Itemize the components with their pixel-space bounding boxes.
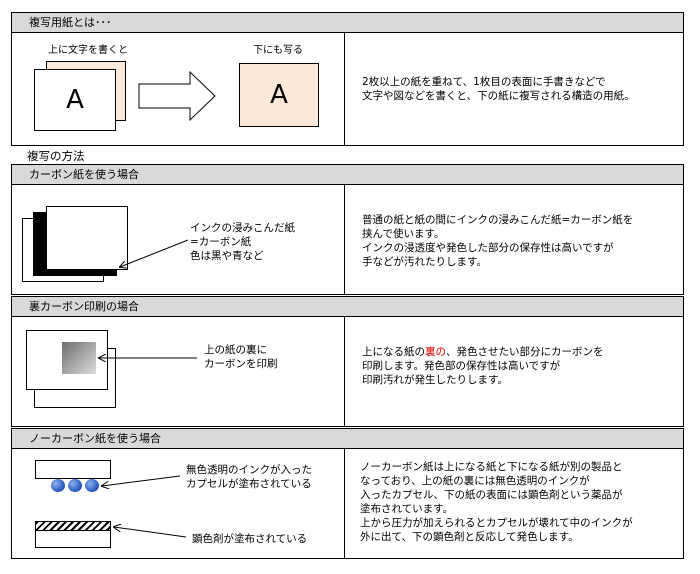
label-copied-below: 下にも写る [253, 45, 303, 56]
section-header-copy-paper: 複写用紙とは･･･ [11, 12, 684, 33]
description-line: 手などが汚れたりします。 [362, 256, 487, 268]
description-line: なっており、上の紙の裏には無色透明のインクが [360, 475, 590, 487]
label-line: カーボンを印刷 [204, 358, 278, 370]
description-line: 印刷汚れが発生したりします。 [362, 374, 508, 386]
description-line: 普通の紙と紙の間にインクの浸みこんだ紙=カーボン紙を [362, 214, 634, 226]
methods-title: 複写の方法 [27, 149, 85, 163]
pointer-line [114, 527, 187, 538]
back-carbon-description-cell [344, 317, 684, 427]
description-line: 文字や図などを書くと、下の紙に複写される構造の用紙。 [362, 90, 635, 102]
upper-paper [35, 460, 111, 479]
label-write-on-top: 上に文字を書くと [48, 45, 128, 56]
description-line: 外に出て、下の顕色剤と反応して発色します。 [360, 531, 579, 543]
label-line: 色は黒や青など [190, 250, 264, 262]
description-line: 2枚以上の紙を重ねて、1枚目の表面に手書きなどで [362, 76, 606, 88]
label-line: カプセルが塗布されている [186, 478, 312, 490]
text-segment: 、発色させたい部分にカーボンを [446, 346, 604, 358]
description-line: 挟んで使います。 [362, 228, 445, 240]
pointer-line [120, 239, 189, 267]
section-description-cell [344, 33, 684, 146]
label-line: 無色透明のインクが入った [186, 464, 312, 476]
front-sheet: A [34, 69, 116, 131]
printed-carbon-patch [62, 342, 96, 374]
description-line: 入ったカプセル、下の紙の表面には顕色剤という薬品が [360, 489, 623, 501]
description-line: インクの浸透度や発色した部分の保存性は高いですが [362, 242, 614, 254]
pointer-line [102, 475, 181, 486]
section-header-carbon-paper: カーボン紙を使う場合 [11, 164, 684, 185]
carbon-description: 普通の紙と紙の間にインクの浸みこんだ紙=カーボン紙を 挟んで使います。 インクの… [362, 213, 633, 269]
label-line: =カーボン紙 [190, 236, 252, 248]
lower-paper [35, 530, 111, 548]
no-carbon-description-cell [344, 449, 684, 559]
back-carbon-description: 上になる紙の裏の、発色させたい部分にカーボンを 印刷します。発色部の保存性は高い… [362, 345, 604, 387]
section-header-no-carbon: ノーカーボン紙を使う場合 [11, 428, 684, 449]
label-line: 上の紙の裏に [204, 344, 267, 356]
carbon-label: インクの浸みこんだ紙 =カーボン紙 色は黒や青など [190, 221, 295, 263]
capsule [51, 479, 65, 492]
letter-a-front: A [66, 85, 84, 115]
back-carbon-label: 上の紙の裏に カーボンを印刷 [204, 343, 278, 371]
letter-a-copied: A [270, 80, 288, 110]
developer-label: 顕色剤が塗布されている [192, 533, 308, 545]
copied-sheet: A [239, 63, 319, 127]
text-segment: 上になる紙の [362, 346, 425, 358]
section-header-back-carbon: 裏カーボン印刷の場合 [11, 296, 684, 317]
capsule [85, 479, 99, 492]
description-line: ノーカーボン紙は上になる紙と下になる紙が別の製品と [360, 461, 623, 473]
description-line: 上から圧力が加えられるとカプセルが壊れて中のインクが [360, 517, 633, 529]
description-line: 印刷します。発色部の保存性は高いですが [362, 360, 561, 372]
highlight-back: 裏の [425, 346, 446, 358]
top-sheet [46, 206, 128, 270]
description-line: 上になる紙の裏の、発色させたい部分にカーボンを [362, 345, 604, 359]
copy-paper-description: 2枚以上の紙を重ねて、1枚目の表面に手書きなどで 文字や図などを書くと、下の紙に… [362, 75, 635, 103]
capsule [68, 479, 82, 492]
description-line: 塗布されています。 [360, 503, 454, 515]
label-line: インクの浸みこんだ紙 [190, 222, 295, 234]
no-carbon-description: ノーカーボン紙は上になる紙と下になる紙が別の製品と なっており、上の紙の裏には無… [360, 460, 633, 544]
carbon-description-cell [344, 185, 684, 295]
capsule-label: 無色透明のインクが入った カプセルが塗布されている [186, 463, 312, 491]
